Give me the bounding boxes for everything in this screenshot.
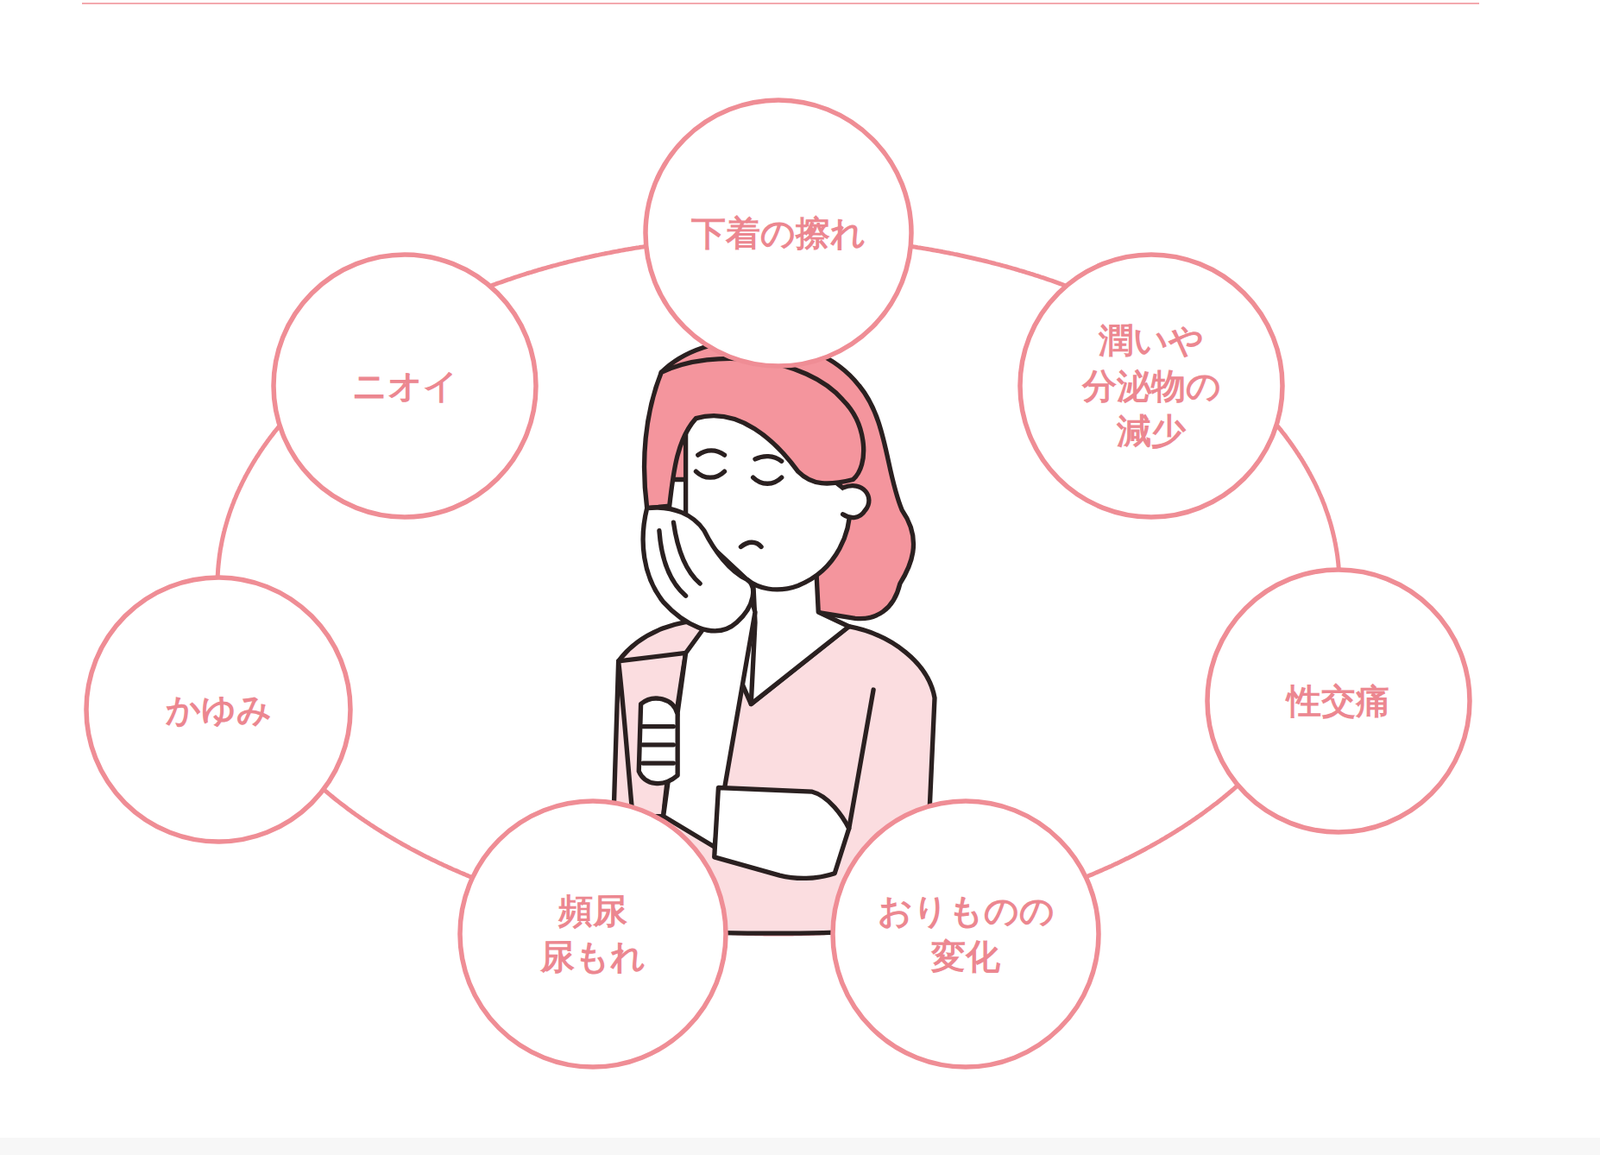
bottom-band [0,1137,1600,1155]
brow [755,456,782,462]
circle-shape [832,800,1099,1067]
finger [659,530,687,597]
top-rule-line [81,2,1480,5]
circle-outline [830,798,1102,1070]
neck [750,571,849,705]
circle-shape [86,577,351,842]
circle-node: 下着の擦れ [642,97,914,369]
brow [698,450,725,455]
circle-shape [459,800,726,1067]
circle-shape [1020,254,1283,517]
circle-shape [645,100,912,366]
circle-shape [273,254,536,517]
finger [673,522,700,584]
circle-node: 性交痛 [1204,566,1473,835]
node-label: 潤いや 分泌物の 減少 [1071,317,1231,454]
ring-connector [912,246,1066,286]
hand [642,507,753,631]
circle-node: かゆみ [83,574,353,845]
eye [753,477,782,484]
circle-node: 頻尿 尿もれ [457,798,729,1070]
node-label: 下着の擦れ [685,210,872,257]
ring-connector [217,426,279,577]
node-label: 性交痛 [1259,678,1418,725]
circle-outline [457,798,729,1070]
circle-node: おりものの 変化 [830,798,1102,1070]
ring-connector [324,789,473,878]
ring-connector [1086,785,1239,877]
ring-connector [491,246,646,287]
folded-hand [638,698,678,783]
eye [695,471,725,478]
node-label: おりものの 変化 [872,888,1059,980]
sleeve-line [849,689,874,829]
hair-front [644,358,864,508]
node-label: ニオイ [325,363,485,410]
node-label: 頻尿 尿もれ [516,888,669,980]
ear [843,485,870,518]
node-label: かゆみ [138,686,298,733]
mouth [740,541,762,547]
circle-node: 潤いや 分泌物の 減少 [1017,251,1286,520]
circle-node: ニオイ [270,251,539,520]
ring-connector [1277,426,1339,569]
circle-shape [1207,569,1470,832]
finger [642,726,674,764]
folded-arm [714,787,850,878]
